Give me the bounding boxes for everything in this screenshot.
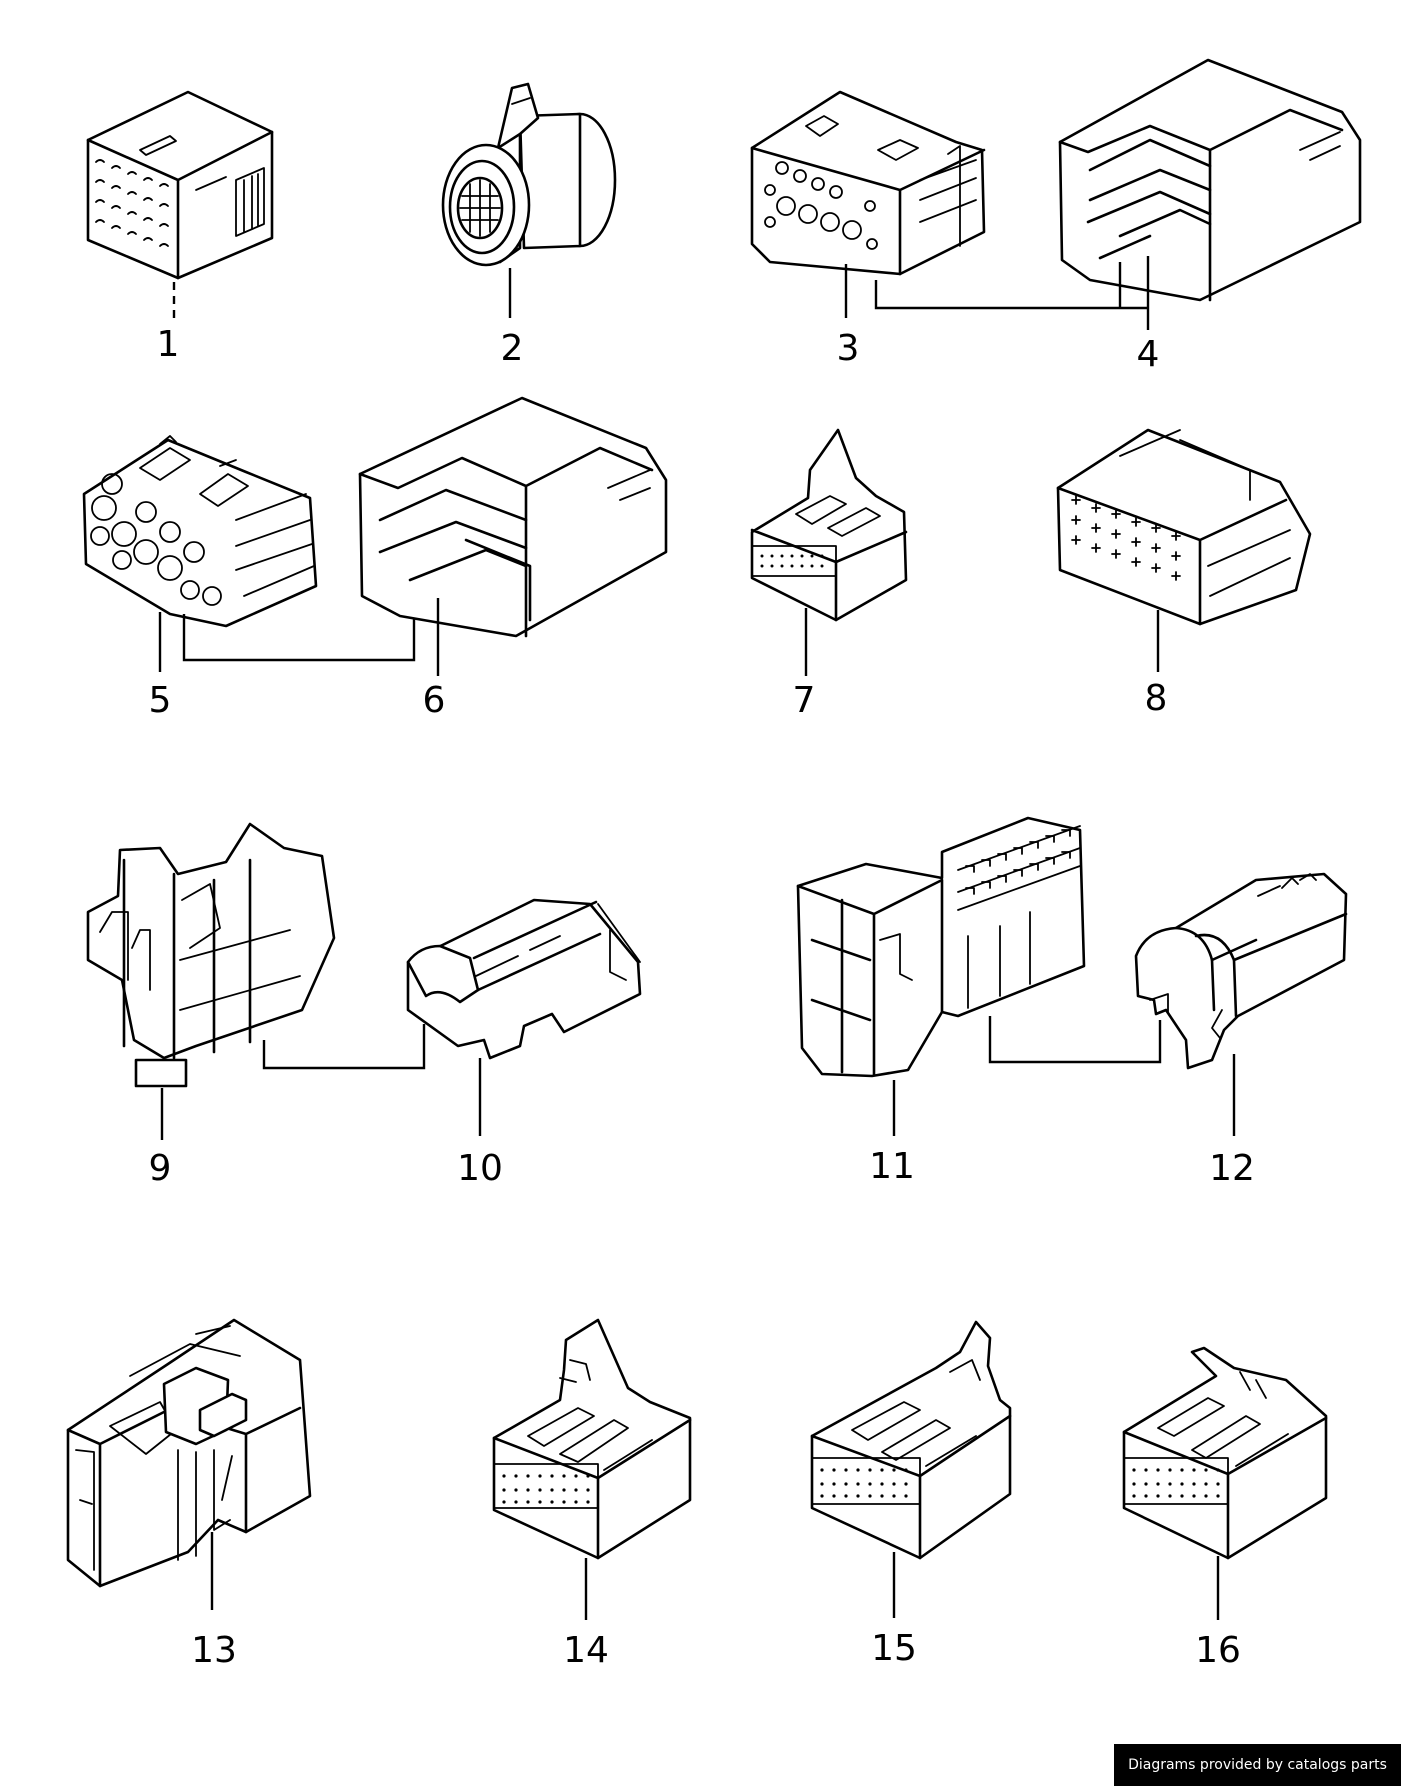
watermark-credit: Diagrams provided by catalogs parts xyxy=(1114,1744,1401,1786)
part-2-drawing xyxy=(441,82,617,318)
callout-10: 10 xyxy=(457,1148,503,1189)
part-14-drawing xyxy=(492,1318,692,1620)
callout-1: 1 xyxy=(157,324,180,365)
callout-16: 16 xyxy=(1195,1630,1241,1671)
part-5-drawing xyxy=(82,435,416,672)
callout-8: 8 xyxy=(1145,678,1168,719)
callout-6: 6 xyxy=(423,680,446,721)
part-6-drawing xyxy=(358,396,668,676)
part-10-drawing xyxy=(406,898,642,1136)
part-11-drawing xyxy=(796,816,1162,1136)
callout-12: 12 xyxy=(1209,1148,1255,1189)
part-3-drawing xyxy=(750,90,986,318)
part-9-drawing xyxy=(86,822,426,1140)
callout-15: 15 xyxy=(871,1628,917,1669)
callout-2: 2 xyxy=(501,328,524,369)
callout-7: 7 xyxy=(793,680,816,721)
callout-3: 3 xyxy=(837,328,860,369)
part-15-drawing xyxy=(810,1320,1012,1618)
part-8-drawing xyxy=(1056,428,1312,672)
callout-4: 4 xyxy=(1137,334,1160,375)
callout-9: 9 xyxy=(149,1148,172,1189)
part-13-drawing xyxy=(66,1318,312,1610)
part-12-drawing xyxy=(1134,872,1348,1136)
callout-14: 14 xyxy=(563,1630,609,1671)
part-1-drawing xyxy=(86,90,274,318)
part-16-drawing xyxy=(1122,1346,1328,1620)
part-7-drawing xyxy=(750,428,908,676)
callout-13: 13 xyxy=(191,1630,237,1671)
part-4-drawing xyxy=(874,58,1362,330)
callout-5: 5 xyxy=(149,680,172,721)
callout-11: 11 xyxy=(869,1146,915,1187)
